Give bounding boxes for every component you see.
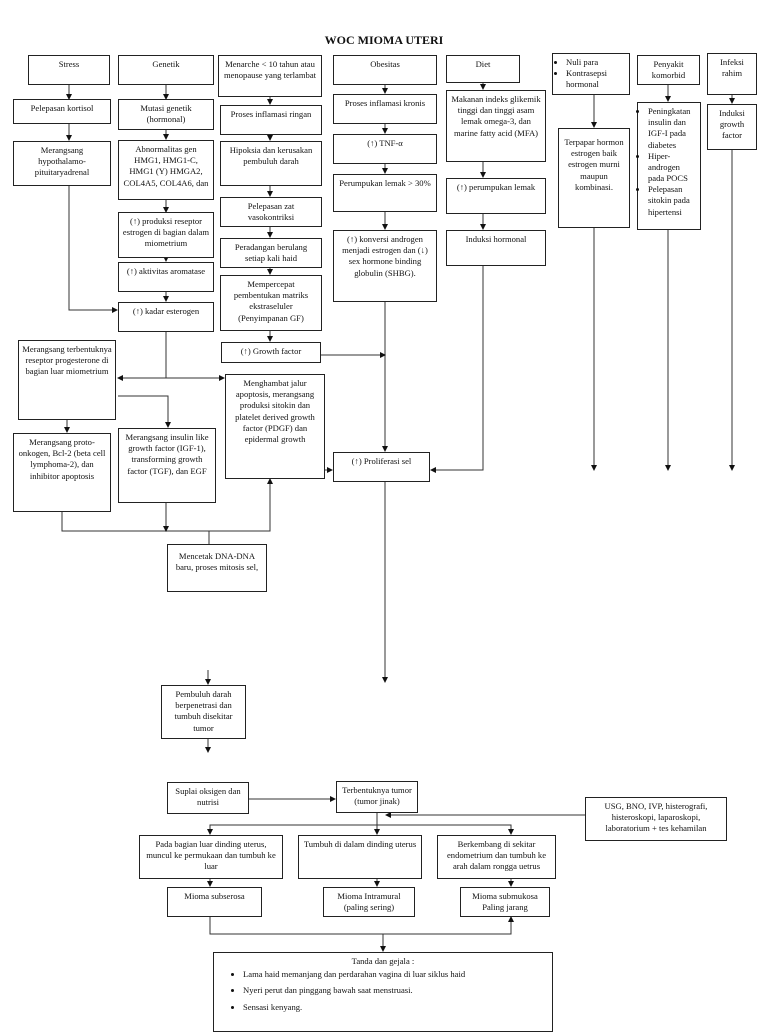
gejala-item: Sensasi kenyang. <box>243 1002 549 1013</box>
box-proliferasi: (↑) Proliferasi sel <box>333 452 430 482</box>
box-tanda-gejala: Tanda dan gejala : Lama haid memanjang d… <box>213 952 553 1032</box>
box-proto-onkogen: Merangsang proto-onkogen, Bcl-2 (beta ce… <box>13 433 111 512</box>
box-mioma-submukosa: Mioma submukosa Paling jarang <box>460 887 550 917</box>
gejala-item: Lama haid memanjang dan perdarahan vagin… <box>243 969 549 980</box>
box-mioma-subserosa: Mioma subserosa <box>167 887 262 917</box>
komorbid-item: Hiper-androgen pada POCS <box>648 151 697 185</box>
kontrasepsi-item: Kontrasepsi hormonal <box>566 68 626 90</box>
box-tnf: (↑) TNF-α <box>333 134 437 164</box>
nulipara-item: Nuli para <box>566 57 626 68</box>
page-title: WOC MIOMA UTERI <box>324 33 444 47</box>
box-aromatase: (↑) aktivitas aromatase <box>118 262 214 292</box>
box-reseptor-progesterone: Merangsang terbentuknya reseptor progest… <box>18 340 116 420</box>
box-matriks: Mempercepat pembentukan matriks ekstrase… <box>220 275 322 331</box>
box-genetik: Genetik <box>118 55 214 85</box>
box-endometrium: Berkembang di sekitar endometrium dan tu… <box>437 835 556 879</box>
box-kortisol: Pelepasan kortisol <box>13 99 111 124</box>
box-terpapar: Terpapar hormon estrogen baik estrogen m… <box>558 128 630 228</box>
box-kadar-esterogen: (↑) kadar esterogen <box>118 302 214 332</box>
box-stress: Stress <box>28 55 110 85</box>
box-hypothalamo: Merangsang hypothalamo-pituitaryadrenal <box>13 141 111 186</box>
box-pembuluh-darah: Pembuluh darah berpenetrasi dan tumbuh d… <box>161 685 246 739</box>
box-mioma-intramural: Mioma Intramural (paling sering) <box>323 887 415 917</box>
box-vasokontriksi: Pelepasan zat vasokontriksi <box>220 197 322 227</box>
box-diet: Diet <box>446 55 520 83</box>
box-makanan: Makanan indeks glikemik tinggi dan tingg… <box>446 90 546 162</box>
komorbid-item: Peningkatan insulin dan IGF-I pada diabe… <box>648 106 697 151</box>
box-terbentuknya-tumor: Terbentuknya tumor (tumor jinak) <box>336 781 418 813</box>
box-menarche: Menarche < 10 tahun atau menopause yang … <box>218 55 322 97</box>
box-suplai-oksigen: Suplai oksigen dan nutrisi <box>167 782 249 814</box>
box-lemak-30: Perumpukan lemak > 30% <box>333 174 437 212</box>
tanda-heading: Tanda dan gejala : <box>351 956 415 966</box>
box-inflamasi-kronis: Proses inflamasi kronis <box>333 94 437 124</box>
box-growth-factor: (↑) Growth factor <box>221 342 321 363</box>
box-perumpukan-lemak: (↑) perumpukan lemak <box>446 178 546 214</box>
box-obesitas: Obesitas <box>333 55 437 85</box>
box-reseptor-estrogen: (↑) produksi reseptor estrogen di bagian… <box>118 212 214 258</box>
box-abnormalitas: Abnormalitas gen HMG1, HMG1-C, HMG1 (Y) … <box>118 140 214 200</box>
box-komorbid-detail: Peningkatan insulin dan IGF-I pada diabe… <box>637 102 701 230</box>
box-penyakit-komorbid: Penyakit komorbid <box>637 55 700 85</box>
box-induksi-growth-factor: Induksi growth factor <box>707 104 757 150</box>
box-nulipara: Nuli paraKontrasepsi hormonal <box>552 53 630 95</box>
box-pemeriksaan: USG, BNO, IVP, histerografi, histeroskop… <box>585 797 727 841</box>
box-mencetak-dna: Mencetak DNA-DNA baru, proses mitosis se… <box>167 544 267 592</box>
box-menghambat-apoptosis: Menghambat jalur apoptosis, merangsang p… <box>225 374 325 479</box>
box-inflamasi-ringan: Proses inflamasi ringan <box>220 105 322 135</box>
box-peradangan: Peradangan berulang setiap kali haid <box>220 238 322 268</box>
box-hipoksia: Hipoksia dan kerusakan pembuluh darah <box>220 141 322 186</box>
box-bagian-luar: Pada bagian luar dinding uterus, muncul … <box>139 835 283 879</box>
box-igf: Merangsang insulin like growth factor (I… <box>118 428 216 503</box>
box-mutasi: Mutasi genetik (hormonal) <box>118 99 214 130</box>
box-dalam-dinding: Tumbuh di dalam dinding uterus <box>298 835 422 879</box>
box-induksi-hormonal: Induksi hormonal <box>446 230 546 266</box>
gejala-item: Nyeri perut dan pinggang bawah saat mens… <box>243 985 549 996</box>
komorbid-item: Pelepasan sitokin pada hipertensi <box>648 184 697 218</box>
box-konversi-androgen: (↑) konversi androgen menjadi estrogen d… <box>333 230 437 302</box>
box-infeksi-rahim: Infeksi rahim <box>707 53 757 95</box>
